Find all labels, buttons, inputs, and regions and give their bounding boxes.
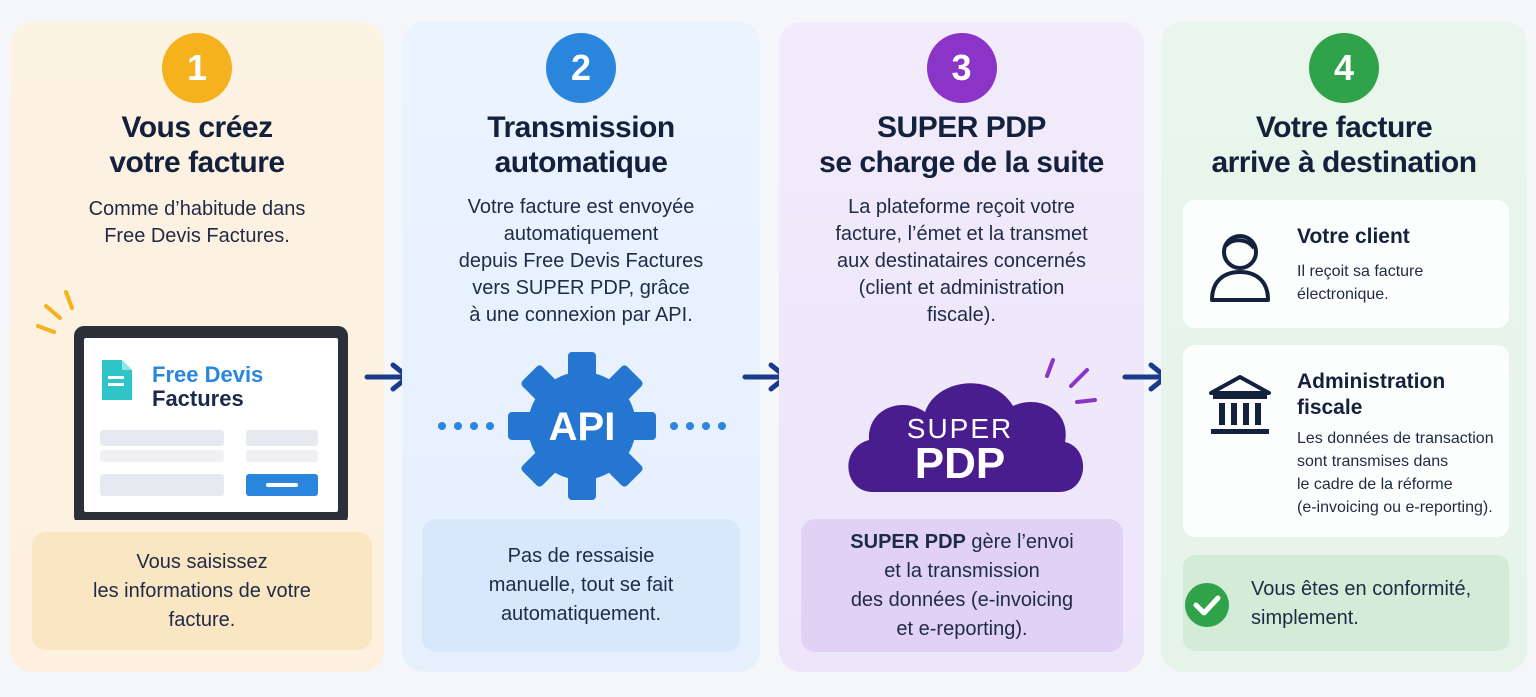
step-1-description: Comme d’habitude dans Free Devis Facture…: [88, 198, 306, 247]
step-2-description: Votre facture est envoyée automatiquemen…: [458, 196, 704, 326]
cloud-icon: SUPER PDP: [848, 358, 1097, 492]
step-2-title: Transmission automatique: [487, 111, 675, 179]
gear-icon: API: [438, 352, 726, 500]
laptop-icon: Free Devis Factures: [36, 290, 348, 520]
step-1-panel: 1 Vous créez votre facture Comme d’habit…: [10, 22, 384, 672]
step-1-number: 1: [162, 33, 232, 103]
gear-label: API: [549, 405, 616, 449]
laptop-logo-line2: Factures: [152, 386, 244, 411]
cloud-label-line1: SUPER: [907, 413, 1013, 444]
step-3-panel: 3 SUPER PDP se charge de la suite La pla…: [779, 22, 1144, 672]
step-3-note: SUPER PDP gère l’envoi et la transmissio…: [801, 519, 1123, 652]
person-icon: [1210, 234, 1270, 302]
step-1-title: Vous créez votre facture: [109, 111, 285, 179]
step-3-number: 3: [926, 33, 997, 103]
conformity-box: Vous êtes en conformité, simplement.: [1183, 555, 1509, 651]
step-3-title: SUPER PDP se charge de la suite: [819, 111, 1104, 179]
check-icon: [1185, 583, 1229, 627]
bank-icon: [1209, 375, 1271, 434]
admin-card: Administration fiscale Les données de tr…: [1183, 345, 1509, 537]
step-2-number: 2: [546, 33, 616, 103]
client-card: Votre client Il reçoit sa facture électr…: [1183, 200, 1509, 328]
client-text: Il reçoit sa facture électronique.: [1297, 263, 1424, 303]
cloud-label-line2: PDP: [915, 439, 1005, 488]
step-4-title: Votre facture arrive à destination: [1211, 111, 1477, 179]
document-icon: [102, 360, 132, 400]
step-4-panel: 4 Votre facture arrive à destination Vot…: [1161, 22, 1527, 672]
step-2-panel: 2 Transmission automatique Votre facture…: [402, 22, 760, 672]
client-title: Votre client: [1297, 225, 1410, 248]
step-2-note: Pas de ressaisie manuelle, tout se fait …: [422, 519, 740, 652]
admin-text: Les données de transaction sont transmis…: [1297, 430, 1494, 516]
admin-title: Administration fiscale: [1297, 370, 1446, 419]
step-1-note: Vous saisissez les informations de votre…: [32, 532, 372, 650]
conformity-text: Vous êtes en conformité, simplement.: [1251, 578, 1472, 629]
step-4-number: 4: [1309, 33, 1379, 103]
step-3-description: La plateforme reçoit votre facture, l’ém…: [835, 196, 1088, 326]
laptop-logo-line1: Free Devis: [152, 362, 263, 387]
